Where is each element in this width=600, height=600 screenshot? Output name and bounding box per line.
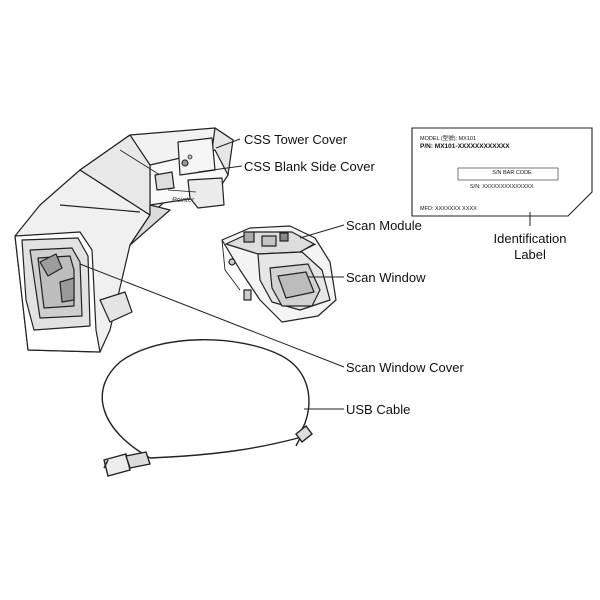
tower-cover-drawing: Pointer	[14, 127, 234, 353]
id-tag-model: MODEL (型號): MX101	[420, 136, 477, 142]
id-tag-pn: P/N: MX101-XXXXXXXXXXXX	[420, 143, 510, 150]
id-tag-text: MODEL (型號): MX101 P/N: MX101-XXXXXXXXXXX…	[420, 136, 580, 212]
callout-identification-line2: Label	[514, 247, 546, 262]
identification-label-card	[411, 127, 593, 217]
leader-lines	[79, 138, 531, 410]
scan-module-drawing	[221, 225, 337, 323]
callout-css-tower-cover: CSS Tower Cover	[244, 132, 348, 147]
usb-cable-drawing	[101, 339, 313, 477]
callout-identification-label: Identification Label	[470, 231, 590, 263]
callout-usb-cable: USB Cable	[346, 402, 411, 417]
callout-scan-window-cover: Scan Window Cover	[346, 360, 464, 375]
id-tag-sn-barcode: S/N BAR CODE	[492, 170, 532, 176]
svg-text:Pointer: Pointer	[172, 197, 195, 204]
callout-css-blank-side-cover: CSS Blank Side Cover	[244, 159, 375, 174]
id-tag-sn: S/N: XXXXXXXXXXXXXX	[470, 184, 534, 190]
id-tag-mfd: MFD: XXXXXXX XXXX	[420, 206, 477, 212]
callout-identification-line1: Identification	[493, 231, 567, 246]
callout-scan-module: Scan Module	[346, 218, 422, 233]
callout-scan-window: Scan Window	[346, 270, 426, 285]
